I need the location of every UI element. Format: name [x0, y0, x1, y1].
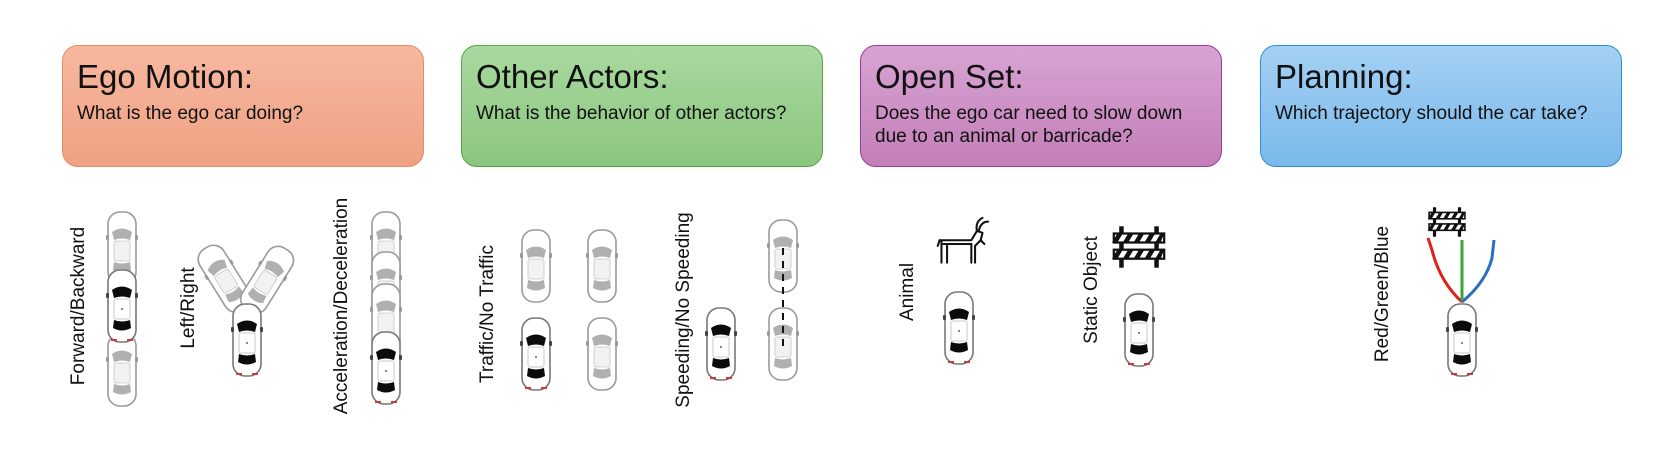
static-object-scene: [1112, 225, 1166, 367]
gray-car-icon: [519, 229, 553, 303]
ego-car-icon: [230, 303, 264, 377]
ego-car-icon: [1445, 303, 1479, 377]
gray-car-icon: [105, 333, 139, 407]
gray-car-icon: [585, 229, 619, 303]
ego-motion-card: Ego Motion: What is the ego car doing?: [62, 45, 424, 167]
traffic-scene: [519, 229, 619, 391]
animal-scene: [936, 216, 990, 365]
label-left-right: Left/Right: [178, 267, 199, 349]
red-trajectory: [1426, 237, 1464, 304]
planning-question: Which trajectory should the car take?: [1275, 103, 1588, 125]
open-set-card: Open Set: Does the ego car need to slow …: [860, 45, 1222, 167]
open-set-title: Open Set:: [875, 58, 1024, 95]
other-actors-title: Other Actors:: [476, 58, 669, 95]
other-actors-question: What is the behavior of other actors?: [476, 103, 787, 125]
barricade-icon: [1112, 225, 1166, 269]
ego-car-icon: [942, 291, 976, 365]
label-forward-backward: Forward/Backward: [68, 226, 89, 386]
open-set-question: Does the ego car need to slow down due t…: [875, 103, 1183, 148]
left-right-scene: [191, 238, 301, 377]
forward-backward-scene: [105, 211, 139, 407]
label-trajectories: Red/Green/Blue: [1372, 225, 1393, 363]
ego-motion-title: Ego Motion:: [77, 58, 254, 95]
goat-icon: [936, 216, 990, 264]
ego-car-icon: [519, 317, 553, 391]
ego-car-icon: [105, 269, 139, 343]
other-actors-card: Other Actors: What is the behavior of ot…: [461, 45, 823, 167]
label-traffic: Traffic/No Traffic: [477, 245, 498, 383]
trajectory-scene: [1426, 206, 1496, 377]
gray-car-icon: [766, 219, 800, 293]
planning-title: Planning:: [1275, 58, 1413, 95]
ego-car-icon: [704, 307, 738, 381]
gray-car-icon: [585, 317, 619, 391]
barricade-icon: [1426, 206, 1467, 238]
blue-trajectory: [1461, 239, 1496, 304]
label-speeding: Speeding/No Speeding: [673, 212, 694, 408]
planning-card: Planning: Which trajectory should the ca…: [1260, 45, 1622, 167]
ego-car-icon: [1122, 293, 1156, 367]
ego-car-icon: [369, 331, 403, 405]
label-animal: Animal: [897, 262, 918, 322]
label-static-object: Static Object: [1081, 236, 1102, 344]
speeding-scene: [704, 219, 800, 381]
label-accel-decel: Acceleration/Deceleration: [331, 197, 352, 415]
ego-motion-question: What is the ego car doing?: [77, 103, 304, 125]
acceleration-deceleration-scene: [369, 211, 403, 405]
